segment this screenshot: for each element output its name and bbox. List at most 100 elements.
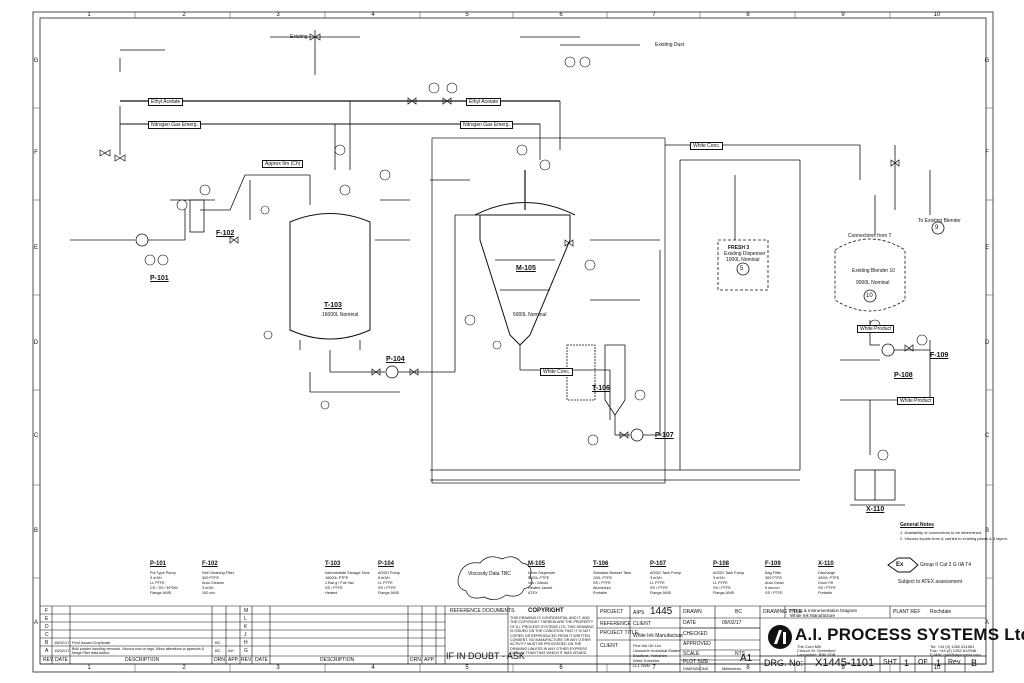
legend-line: 16000L PTFE <box>325 576 349 580</box>
legend-line: 100 um <box>202 591 215 595</box>
legend-line: 5 micron <box>765 586 780 590</box>
legend-line: AODD Tank Pump <box>713 571 744 575</box>
grid-ticks <box>33 12 993 672</box>
col-number: 6 <box>559 665 563 671</box>
legend-line: Heated Jacket <box>528 586 553 590</box>
row-letter: D <box>33 340 39 346</box>
legend-line: SS / PTFE <box>765 591 783 595</box>
legend-line: Flange ANSI <box>713 591 735 595</box>
app-header-2: APP. <box>424 657 435 663</box>
legend-line: CS / SS / EPDM <box>150 586 178 590</box>
client-line: West Yorkshire <box>633 658 660 663</box>
legend-tag: F-109 <box>765 561 781 567</box>
legend-line: Portable <box>593 591 608 595</box>
valves <box>99 33 914 439</box>
row-letter: B <box>33 528 38 534</box>
company-fax: Fax: +44 (0) 1282 612948 <box>930 648 977 653</box>
project-title-value: White Ink Manufacture <box>633 633 684 639</box>
rev-letter: F <box>45 608 49 614</box>
notes-title: General Notes <box>900 522 934 528</box>
legend-line: LL PTFE <box>650 581 665 585</box>
client-line: Bradford, Yorkshire <box>633 653 668 658</box>
rev-letter-mid: H <box>244 640 248 646</box>
legend-line: Bag Filter <box>765 571 782 575</box>
rev-header-2: REV. <box>241 657 253 663</box>
line-label-white-product: White Product <box>857 325 895 333</box>
client-line: Unsworth Industrial Estate <box>633 648 680 653</box>
line-label-white-product-2: White Product <box>897 397 935 405</box>
legend-line: SS / PTFE <box>818 586 836 590</box>
equipment-tag-x110: X-110 <box>866 506 885 513</box>
title-block-grid <box>40 605 986 672</box>
legend-line: 3 m3/h <box>202 586 214 590</box>
legend-line: Mixer Dispenser <box>528 571 556 575</box>
drn-header: DRN. <box>214 657 227 663</box>
of-value: 1 <box>936 658 942 668</box>
col-number: 5 <box>465 12 469 18</box>
col-number: 5 <box>465 665 469 671</box>
ai-logo <box>768 625 792 649</box>
equipment-tag-t103: T-103 <box>324 302 342 309</box>
rev-letter-mid: K <box>244 624 248 630</box>
legend-line: 100L PTFE <box>593 576 613 580</box>
rev-letter: C <box>45 632 49 638</box>
col-number: 2 <box>182 665 186 671</box>
inner-border <box>39 17 987 665</box>
col-number: 10 <box>933 12 941 18</box>
legend-line: Drum Fill <box>818 581 834 585</box>
line-label-ethyl: Ethyl Acetate <box>148 98 184 106</box>
rev-row-desc: Bulk powder handling removed. Viscous no… <box>72 647 205 655</box>
legend-line: LL PTFE <box>150 581 165 585</box>
rev-letter: E <box>45 616 49 622</box>
legend-tag: P-107 <box>650 561 667 567</box>
viscosity-cloud <box>457 556 533 600</box>
sht-value: 1 <box>904 658 910 668</box>
legend-line: 3 m3/h <box>713 576 725 580</box>
checked-label: CHECKED <box>683 631 708 637</box>
drg-no-value: X1445-1101 <box>815 657 875 669</box>
equipment-desc-m105: 5000L Nominal <box>513 312 547 318</box>
rev-value: B <box>971 658 978 668</box>
legend-line: SS / PTFE <box>378 586 396 590</box>
line-label-approx: Approx 9m (Ch) <box>262 160 304 168</box>
drg-no-label: DRG. No: <box>764 658 804 668</box>
col-number: 1 <box>87 665 91 671</box>
project-number: 1445 <box>650 606 673 617</box>
sht-label: SHT. <box>883 659 899 666</box>
col-number: 4 <box>371 12 375 18</box>
legend-line: Auto Cleaner <box>202 581 225 585</box>
legend-line: Self Cleaning Filter <box>202 571 235 575</box>
date-value: 09/02/17 <box>722 620 742 626</box>
legend-line: Vac / Atmos <box>528 581 548 585</box>
line-label-nitrogen-2: Nitrogen Gas Emerg. <box>460 121 513 129</box>
equipment-tag-p108: P-108 <box>894 372 913 379</box>
legend-line: Flange ANSI <box>378 591 400 595</box>
line-label-white-conc: White Conc. <box>690 142 724 150</box>
fresh-dispenser-title: FRESH 3 <box>728 245 750 251</box>
row-letter: G <box>984 58 990 64</box>
legend-line: Standard Bowser Tank <box>593 571 632 575</box>
reference-bubbles <box>736 221 945 303</box>
row-letter: B <box>984 528 989 534</box>
copyright-title: COPYRIGHT <box>528 608 564 614</box>
legend-line: Flange ANSI <box>150 591 172 595</box>
of-label: OF <box>918 659 928 666</box>
legend-line: LL PTFE <box>378 581 393 585</box>
legend-line: 3 m3/h <box>650 576 662 580</box>
legend-line: Pol Type Pump <box>150 571 176 575</box>
legend-line: 3 m3/h <box>150 576 162 580</box>
legend-line: SS / PTFE <box>650 586 668 590</box>
rev-row-drn: BC <box>215 648 221 653</box>
row-letter: A <box>33 620 38 626</box>
dimensions-value: Millimetres <box>722 666 742 671</box>
legend-line: LL PTFE <box>713 581 728 585</box>
col-number: 9 <box>841 12 845 18</box>
rev-letter: A <box>45 648 49 654</box>
atex-symbol: Ex <box>896 562 904 568</box>
reference-value: CLIENT <box>633 621 651 627</box>
line-label-existing: Existing <box>290 34 308 40</box>
plot-size-label: PLOT SIZE <box>683 659 709 665</box>
line-label-to-blender: To Existing Blender <box>918 218 961 224</box>
row-letter: F <box>985 150 989 156</box>
